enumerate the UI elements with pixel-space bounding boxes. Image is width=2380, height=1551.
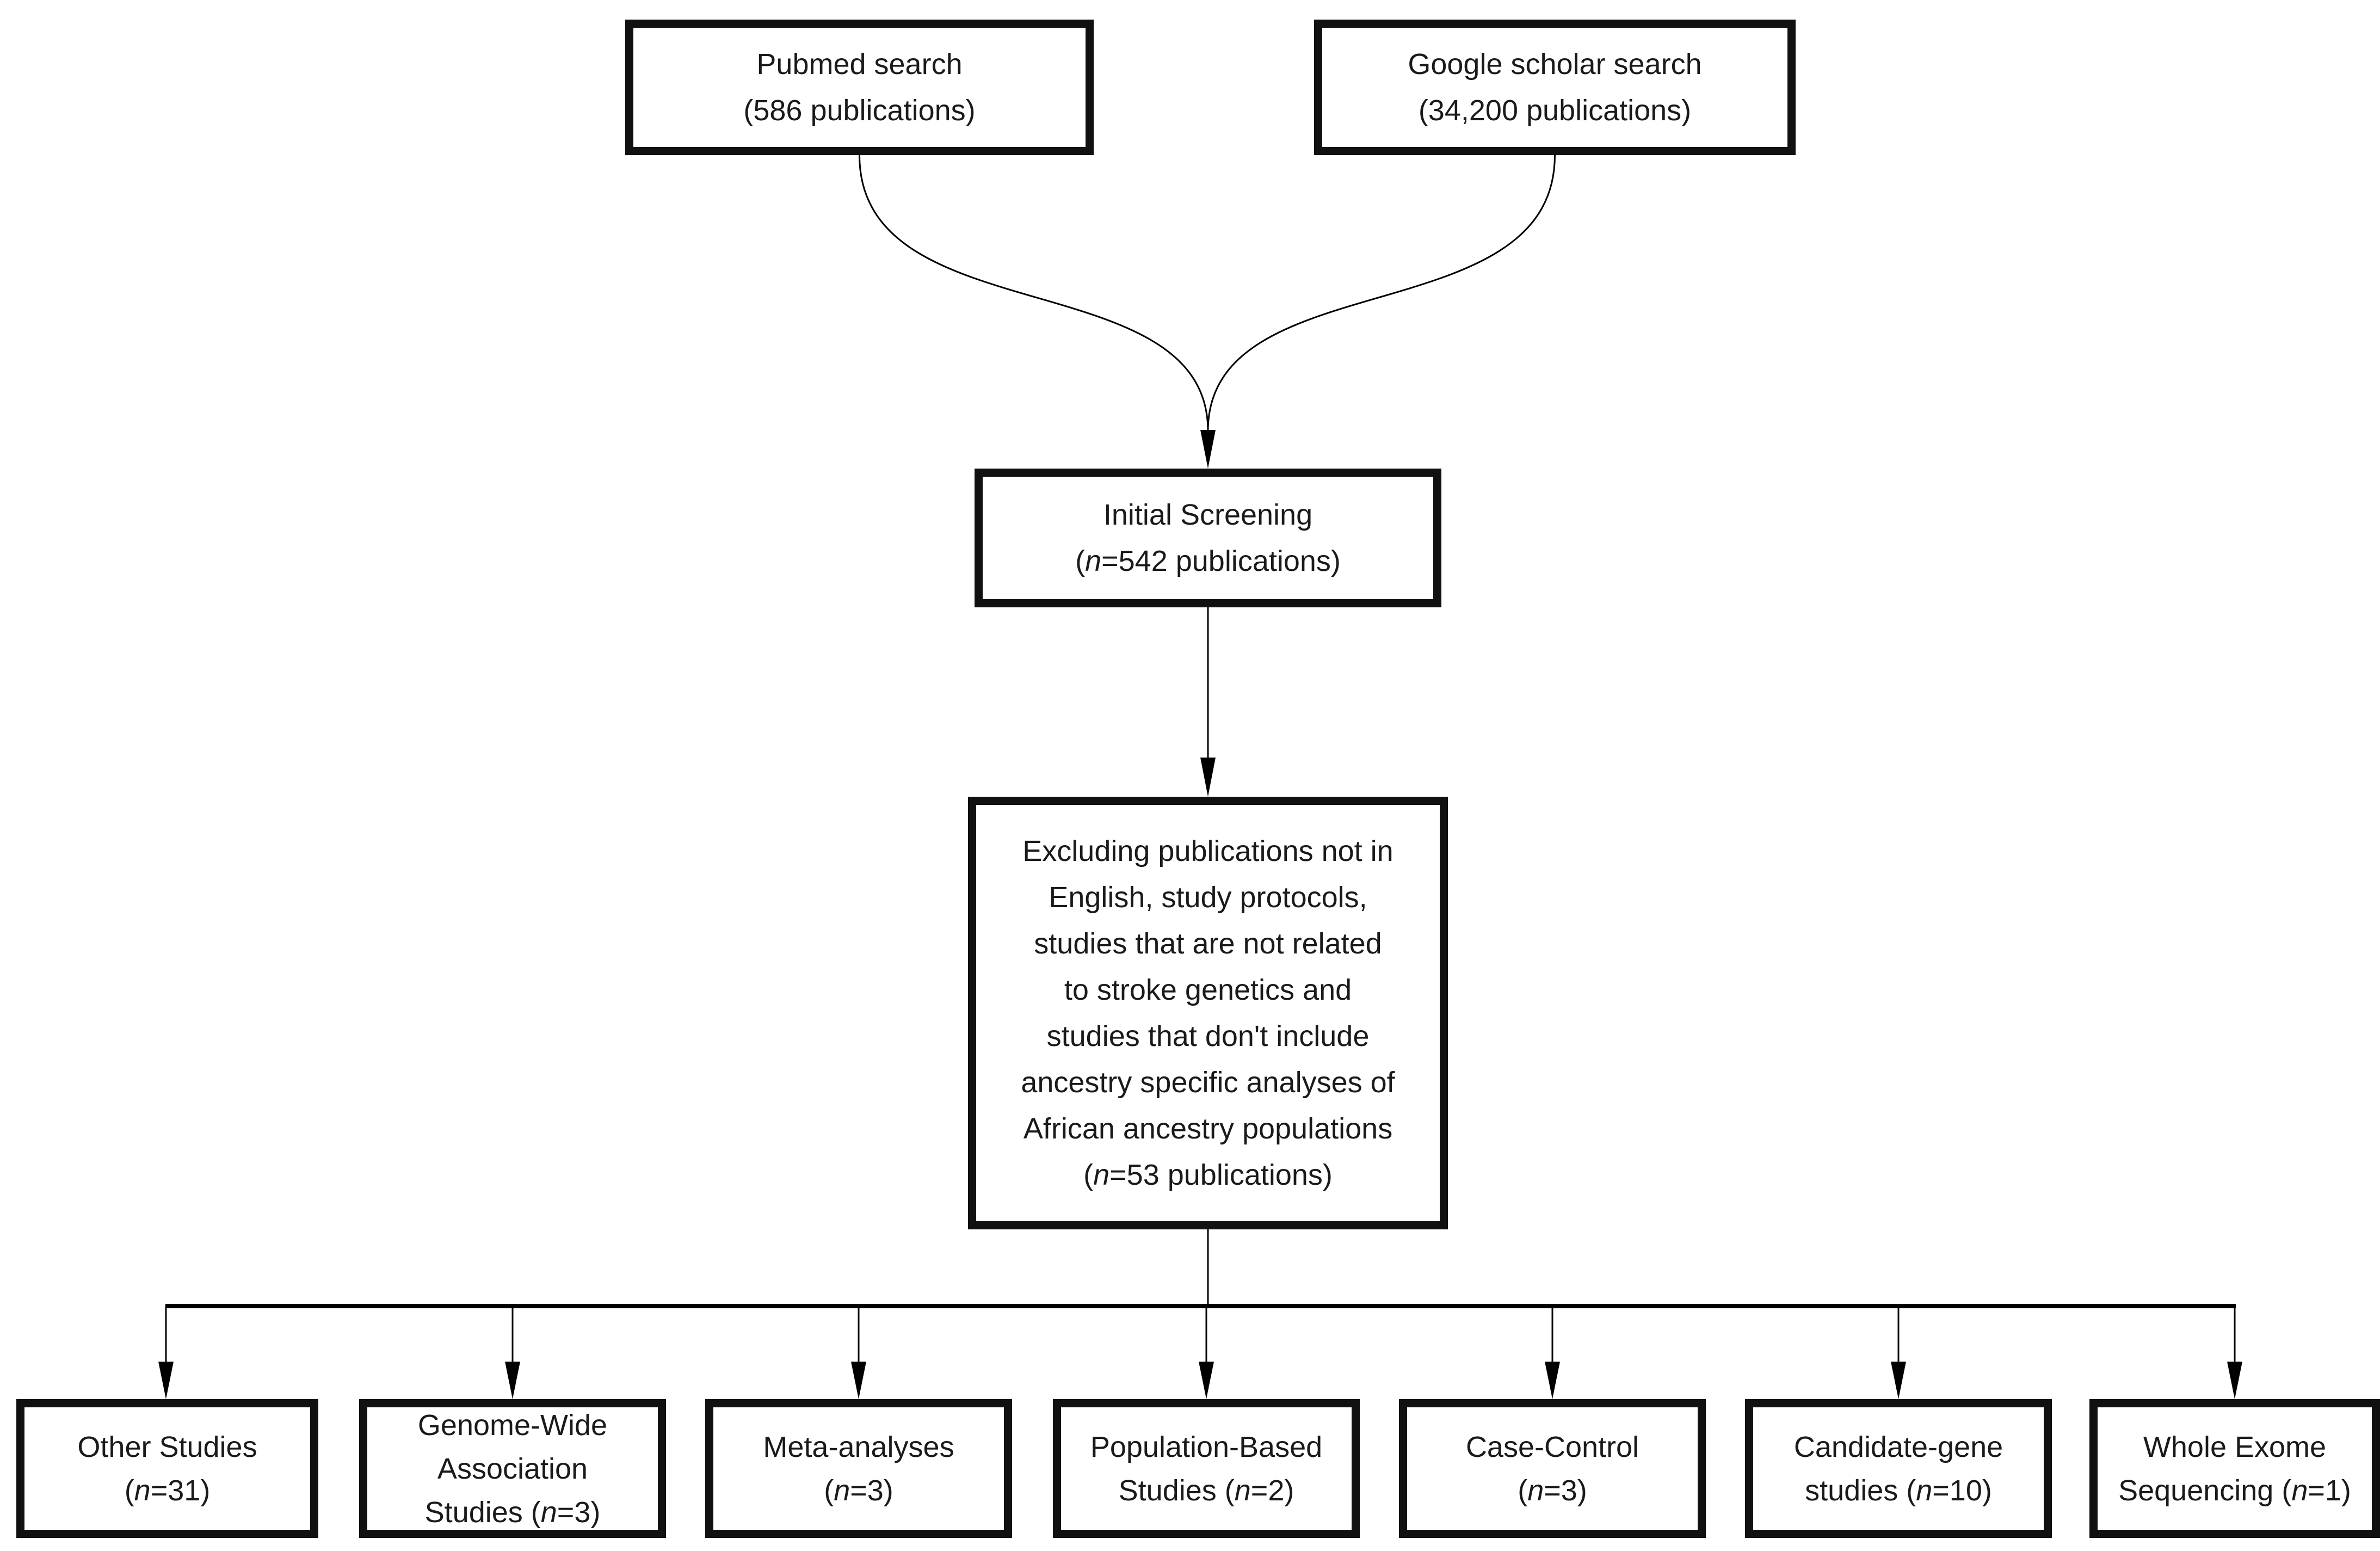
- exclusion-line: English, study protocols,: [1049, 881, 1367, 914]
- exclusion-line: to stroke genetics and: [1064, 973, 1352, 1006]
- n-symbol: n: [1527, 1474, 1544, 1507]
- paren-open: (: [824, 1474, 834, 1507]
- n-symbol: n: [1093, 1158, 1110, 1191]
- box-candidate-gene-studies: Candidate-gene studies (n=10): [1745, 1399, 2052, 1538]
- arrowhead-into-screening: [1200, 430, 1216, 469]
- box-title: Initial Screening: [1103, 498, 1313, 531]
- box-title: Case-Control: [1465, 1430, 1639, 1463]
- box-title: Candidate-gene: [1793, 1430, 2003, 1463]
- paren-open: (: [1083, 1158, 1094, 1191]
- exclusion-line: studies that are not related: [1034, 927, 1382, 960]
- box-count: (n=542 publications): [1075, 538, 1341, 584]
- paren-open: (: [124, 1474, 134, 1507]
- count-rest: =1): [2308, 1474, 2351, 1507]
- count-prefix: Studies: [1118, 1474, 1225, 1507]
- box-count: studies (n=10): [1805, 1469, 1992, 1512]
- box-count: (n=53 publications): [1083, 1152, 1333, 1198]
- box-exclusion-criteria: Excluding publications not in English, s…: [968, 797, 1448, 1229]
- arrowhead-into-exclusion: [1200, 758, 1216, 797]
- paren-open: (: [2282, 1474, 2292, 1507]
- box-genome-wide-association-studies: Genome-Wide Association Studies (n=3): [359, 1399, 666, 1538]
- exclusion-line: African ancestry populations: [1023, 1112, 1393, 1145]
- box-population-based-studies: Population-Based Studies (n=2): [1053, 1399, 1360, 1538]
- arrowhead-drop-7: [2227, 1362, 2242, 1399]
- connector-curve-pubmed: [859, 155, 1209, 432]
- box-title: Other Studies: [77, 1430, 257, 1463]
- n-symbol: n: [1085, 544, 1102, 577]
- arrowhead-drop-6: [1891, 1362, 1906, 1399]
- box-count: Sequencing (n=1): [2118, 1469, 2351, 1512]
- box-count: (n=3): [824, 1469, 893, 1512]
- count-rest: =542 publications): [1101, 544, 1341, 577]
- count-prefix: studies: [1805, 1474, 1907, 1507]
- exclusion-line: Excluding publications not in: [1022, 834, 1394, 867]
- box-title: Association: [437, 1452, 588, 1485]
- connector-curve-google-scholar: [1207, 155, 1556, 432]
- paren-open: (: [1224, 1474, 1235, 1507]
- box-other-studies: Other Studies (n=31): [16, 1399, 318, 1538]
- paren-open: (: [1906, 1474, 1916, 1507]
- n-symbol: n: [2291, 1474, 2308, 1507]
- box-meta-analyses: Meta-analyses (n=3): [705, 1399, 1012, 1538]
- count-prefix: Sequencing: [2118, 1474, 2282, 1507]
- arrowhead-drop-1: [158, 1362, 174, 1399]
- box-count: (n=3): [1518, 1469, 1587, 1512]
- count-rest: =3): [557, 1495, 601, 1529]
- count-rest: =10): [1932, 1474, 1992, 1507]
- n-symbol: n: [134, 1474, 151, 1507]
- box-case-control: Case-Control (n=3): [1399, 1399, 1706, 1538]
- exclusion-line: studies that don't include: [1046, 1019, 1370, 1053]
- box-count: (34,200 publications): [1418, 94, 1692, 127]
- count-rest: =53 publications): [1109, 1158, 1333, 1191]
- box-count: Studies (n=3): [425, 1491, 601, 1534]
- exclusion-line: ancestry specific analyses of: [1021, 1066, 1395, 1099]
- box-count: (n=31): [125, 1469, 211, 1512]
- n-symbol: n: [1916, 1474, 1933, 1507]
- count-rest: =3): [1544, 1474, 1587, 1507]
- box-title: Meta-analyses: [763, 1430, 954, 1463]
- box-title: Pubmed search: [756, 47, 963, 81]
- box-google-scholar-search: Google scholar search (34,200 publicatio…: [1314, 20, 1796, 155]
- box-title: Whole Exome: [2143, 1430, 2327, 1463]
- box-whole-exome-sequencing: Whole Exome Sequencing (n=1): [2089, 1399, 2380, 1538]
- box-count: (586 publications): [743, 94, 976, 127]
- arrowhead-drop-5: [1545, 1362, 1560, 1399]
- count-prefix: Studies: [424, 1495, 531, 1529]
- box-initial-screening: Initial Screening (n=542 publications): [975, 469, 1441, 607]
- n-symbol: n: [1234, 1474, 1251, 1507]
- box-title: Google scholar search: [1408, 47, 1702, 81]
- paren-open: (: [1518, 1474, 1528, 1507]
- arrowhead-drop-4: [1199, 1362, 1214, 1399]
- box-title: Genome-Wide: [417, 1408, 608, 1442]
- arrowhead-drop-3: [851, 1362, 866, 1399]
- count-rest: =2): [1250, 1474, 1294, 1507]
- box-count: Studies (n=2): [1119, 1469, 1294, 1512]
- paren-open: (: [531, 1495, 541, 1529]
- count-rest: =3): [850, 1474, 893, 1507]
- count-rest: =31): [150, 1474, 211, 1507]
- paren-open: (: [1075, 544, 1086, 577]
- box-title: Population-Based: [1090, 1430, 1323, 1463]
- arrowhead-drop-2: [505, 1362, 520, 1399]
- n-symbol: n: [540, 1495, 557, 1529]
- n-symbol: n: [834, 1474, 850, 1507]
- box-pubmed-search: Pubmed search (586 publications): [625, 20, 1094, 155]
